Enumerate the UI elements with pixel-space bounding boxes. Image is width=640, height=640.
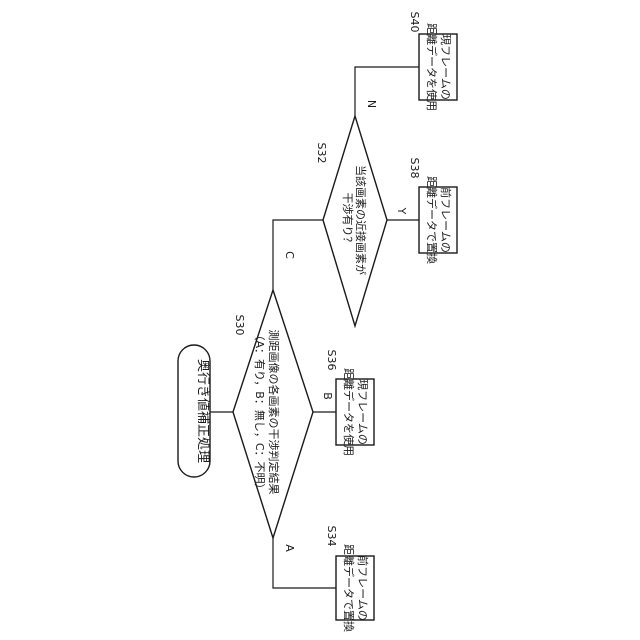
decision-s32-line1: 当該画素の近接画素が [354,165,368,275]
process-s36-step: S36 [325,350,338,371]
decision-s32-step: S32 [315,143,328,164]
process-s36-line1: 現フレームの [356,379,369,445]
decision-s32-line2: 干渉有り？ [341,193,355,248]
process-s40-line1: 現フレームの [439,34,452,100]
process-s36-line2: 距離データを使用 [342,368,356,456]
decision-s32-branch-y: Y [395,207,408,215]
connector-branch-c [273,220,323,290]
process-s40-step: S40 [408,12,421,33]
process-s40: 現フレームの 距離データを使用 S40 [408,12,457,111]
process-s34-line2: 距離データで置換 [342,544,356,632]
process-s34: 前フレームの 距離データで置換 S34 [325,526,374,632]
decision-s30: 測距画像の各画素の干渉判定結果 （A：有り，B：無し，C：不明） S30 A B… [233,251,334,552]
decision-s30-line2: （A：有り，B：無し，C：不明） [253,330,267,495]
decision-s30-branch-b: B [321,392,334,400]
start-terminal-label: 奥行き値補正処理 [195,359,211,463]
decision-s30-line1: 測距画像の各画素の干渉判定結果 [267,330,281,495]
decision-s30-branch-a: A [283,544,296,552]
process-s40-line2: 距離データを使用 [425,23,439,111]
process-s38-line2: 距離データで置換 [425,176,439,264]
decision-s32: 当該画素の近接画素が 干渉有り？ S32 Y N [315,100,408,326]
start-terminal: 奥行き値補正処理 [178,345,211,477]
process-s38-line1: 前フレームの [439,187,453,253]
connector-branch-n [355,67,419,116]
process-s34-step: S34 [325,526,338,547]
process-s38-step: S38 [408,158,421,179]
process-s34-line1: 前フレームの [356,555,370,621]
decision-s32-branch-n: N [365,100,378,108]
process-s38: 前フレームの 距離データで置換 S38 [408,158,457,264]
decision-s30-step: S30 [233,315,246,336]
decision-s30-branch-c: C [283,251,296,259]
process-s36: 現フレームの 距離データを使用 S36 [325,350,374,456]
